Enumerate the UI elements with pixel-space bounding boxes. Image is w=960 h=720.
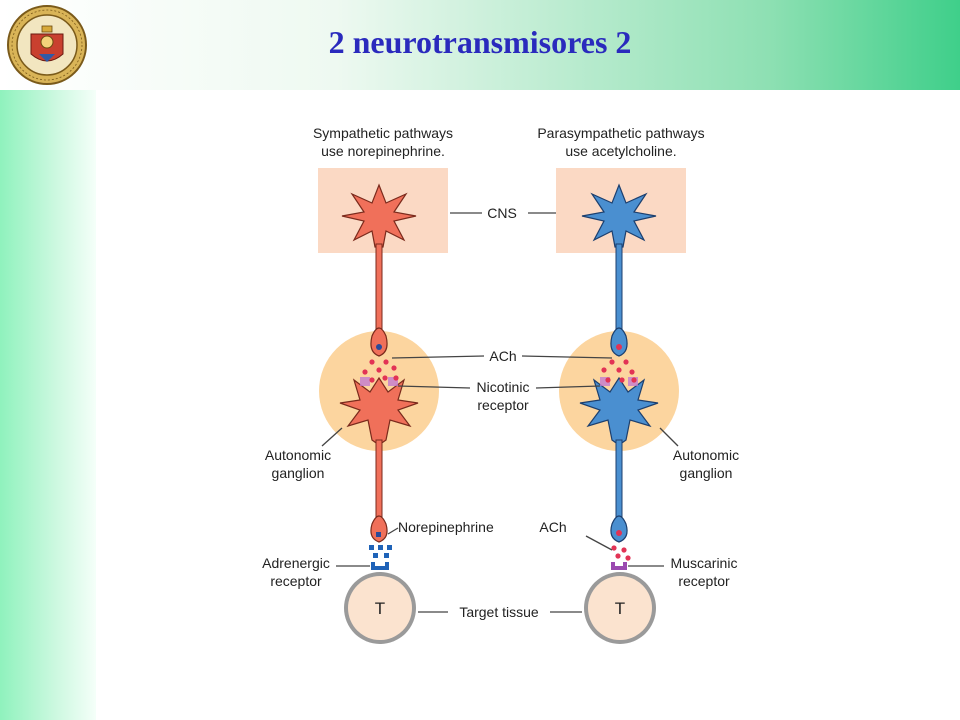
muscarinic-label-line1: Muscarinic bbox=[671, 555, 738, 571]
ach-dots-parasympathetic-ganglion bbox=[601, 359, 637, 383]
sympathetic-caption-line2: use norepinephrine. bbox=[321, 143, 445, 159]
nicotinic-label-line2: receptor bbox=[477, 397, 529, 413]
parasympathetic-preganglionic-neuron bbox=[581, 183, 657, 357]
norepinephrine-squares bbox=[369, 545, 392, 558]
page-title: 2 neurotransmisores 2 bbox=[328, 24, 632, 60]
adrenergic-receptor bbox=[371, 562, 389, 570]
ach-leader-right bbox=[521, 355, 613, 359]
adrenergic-label-line2: receptor bbox=[270, 573, 322, 589]
nicotinic-receptor-right-a bbox=[600, 377, 610, 386]
nicotinic-receptor-left-b bbox=[388, 377, 398, 386]
cns-label: CNS bbox=[487, 205, 517, 221]
ach-dots-target bbox=[611, 545, 631, 561]
ach-terminal-label: ACh bbox=[539, 519, 566, 535]
parasympathetic-postganglionic-neuron bbox=[579, 376, 659, 543]
nicotinic-label-line1: Nicotinic bbox=[477, 379, 530, 395]
target-tissue-label: Target tissue bbox=[459, 604, 539, 620]
autonomic-pathways-diagram: Sympathetic pathways use norepinephrine.… bbox=[240, 110, 760, 650]
muscarinic-label-line2: receptor bbox=[678, 573, 730, 589]
nicotinic-receptor-left-a bbox=[360, 377, 370, 386]
autonomic-left-line2: ganglion bbox=[272, 465, 325, 481]
norepinephrine-leader bbox=[387, 527, 399, 535]
sympathetic-preganglionic-neuron bbox=[341, 183, 417, 357]
autonomic-left-line1: Autonomic bbox=[265, 447, 331, 463]
target-letter-right: T bbox=[615, 599, 625, 618]
sidebar-gradient bbox=[0, 90, 96, 720]
nicotinic-leader-left bbox=[397, 385, 471, 389]
ach-dots-sympathetic-ganglion bbox=[362, 359, 399, 383]
target-cell-sympathetic: T bbox=[344, 572, 416, 644]
autonomic-leader-right bbox=[659, 427, 679, 447]
sympathetic-caption-line1: Sympathetic pathways bbox=[313, 125, 453, 141]
muscarinic-receptor bbox=[611, 562, 627, 570]
adrenergic-label-line1: Adrenergic bbox=[262, 555, 330, 571]
parasympathetic-caption-line1: Parasympathetic pathways bbox=[537, 125, 704, 141]
ach-ganglion-label: ACh bbox=[489, 348, 516, 364]
nicotinic-leader-right bbox=[535, 385, 601, 389]
norepinephrine-label: Norepinephrine bbox=[398, 519, 494, 535]
autonomic-leader-left bbox=[321, 427, 343, 447]
ach-leader-left bbox=[391, 355, 485, 359]
ach-terminal-leader bbox=[585, 535, 613, 551]
target-cell-parasympathetic: T bbox=[584, 572, 656, 644]
autonomic-right-line1: Autonomic bbox=[673, 447, 739, 463]
sympathetic-postganglionic-neuron bbox=[339, 376, 419, 543]
header-bar: 2 neurotransmisores 2 bbox=[0, 0, 960, 90]
autonomic-right-line2: ganglion bbox=[680, 465, 733, 481]
target-letter-left: T bbox=[375, 599, 385, 618]
university-seal-icon bbox=[6, 4, 88, 86]
parasympathetic-caption-line2: use acetylcholine. bbox=[565, 143, 676, 159]
